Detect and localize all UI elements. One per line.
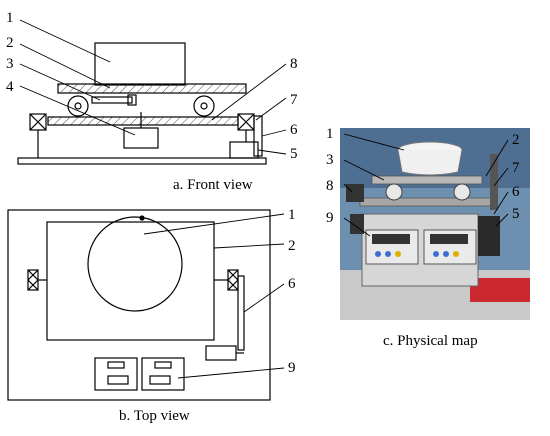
front-lower-plate [47, 116, 239, 126]
top-label: 9 [288, 360, 296, 376]
photo-red-card [470, 278, 530, 302]
front-upper-tray [57, 83, 247, 94]
physical-photo-labels: 1 2 3 7 8 6 9 5 [326, 126, 520, 226]
top-controller-left [94, 357, 138, 391]
front-label: 3 [6, 56, 14, 72]
photo-label: 9 [326, 210, 334, 226]
top-base-frame [7, 209, 271, 401]
front-base [17, 157, 267, 165]
top-view-drawing [7, 209, 285, 401]
photo-label: 5 [512, 206, 520, 222]
front-wheel-left [67, 95, 89, 117]
physical-photo [340, 128, 530, 320]
top-container [87, 216, 183, 312]
photo-label: 6 [512, 184, 520, 200]
photo-label: 3 [326, 152, 334, 168]
photo-label: 7 [512, 160, 520, 176]
front-label: 2 [6, 35, 14, 51]
front-label: 6 [290, 122, 298, 138]
top-tray [46, 221, 215, 341]
front-label: 4 [6, 79, 14, 95]
photo-label: 1 [326, 126, 334, 142]
caption-front-view: a. Front view [173, 177, 253, 193]
physical-photo-leaders [343, 133, 509, 237]
photo-label: 2 [512, 132, 520, 148]
front-wheel-right [193, 95, 215, 117]
top-label: 6 [288, 276, 296, 292]
caption-top-view: b. Top view [119, 408, 190, 424]
top-controller-right [141, 357, 185, 391]
front-label: 7 [290, 92, 298, 108]
photo-label: 8 [326, 178, 334, 194]
front-label: 5 [290, 146, 298, 162]
front-motor-box [123, 127, 159, 149]
top-label: 1 [288, 207, 296, 223]
caption-physical-map: c. Physical map [383, 333, 478, 349]
front-label: 8 [290, 56, 298, 72]
top-view-labels: 1 2 6 9 [288, 207, 296, 376]
top-drive-motor [205, 345, 237, 361]
front-view-labels: 1 2 3 4 8 7 6 5 [6, 10, 298, 162]
front-view-drawing [17, 19, 287, 165]
top-label: 2 [288, 238, 296, 254]
front-container [94, 42, 186, 86]
front-label: 1 [6, 10, 14, 26]
